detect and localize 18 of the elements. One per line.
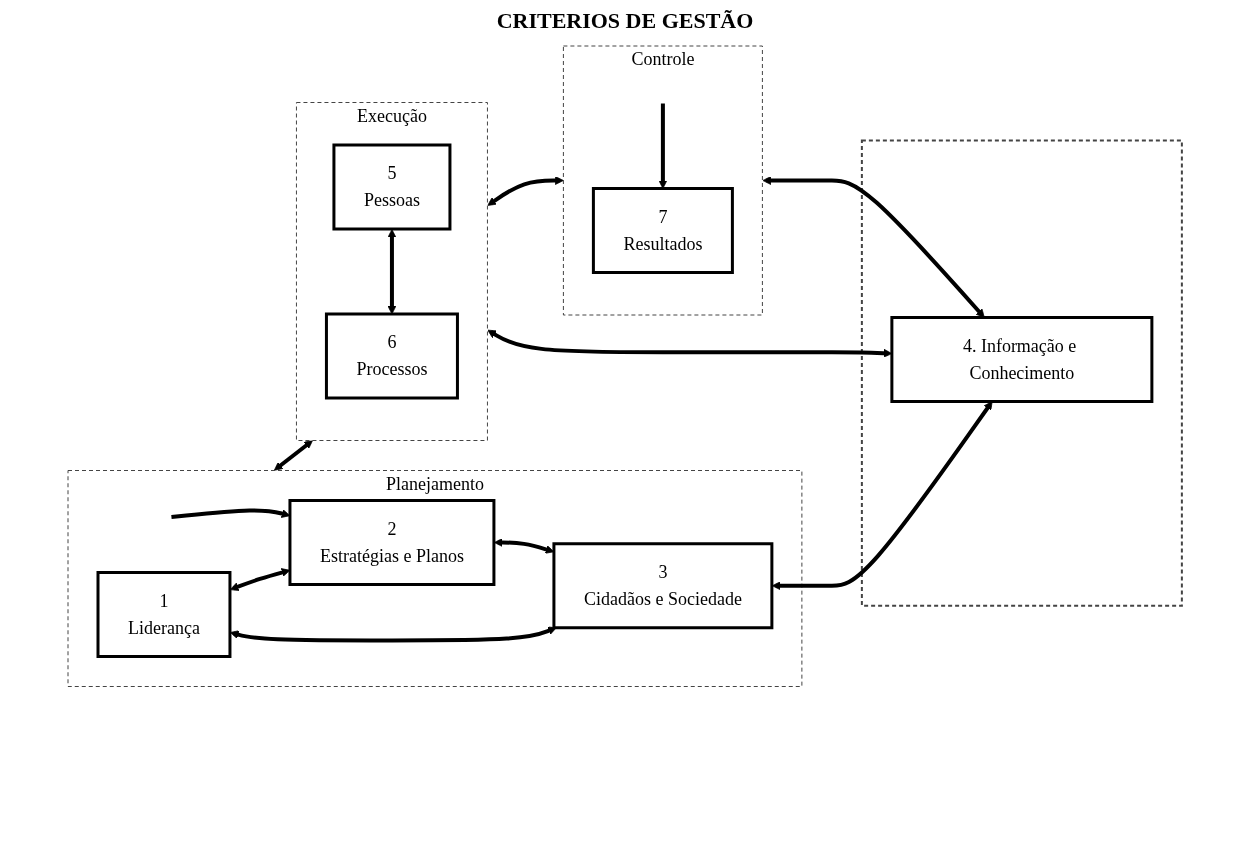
node-box: 1 Liderança (96, 571, 232, 658)
node-box: 3 Cidadãos e Sociedade (552, 542, 774, 630)
arrow (487, 176, 564, 206)
arrow (658, 103, 668, 189)
arrow (171, 508, 291, 519)
node-box: 6 Processos (325, 312, 459, 400)
arrow (387, 229, 397, 315)
node-box: 4. Informação e Conhecimento (890, 316, 1154, 403)
node-box: 5 Pessoas (332, 143, 452, 231)
arrow (274, 440, 313, 471)
node-box: 2 Estratégias e Planos (288, 499, 496, 586)
arrow (771, 401, 993, 591)
cluster (860, 139, 1183, 607)
arrow (762, 176, 985, 318)
arrow (230, 568, 291, 591)
arrow (230, 626, 557, 643)
node-box: 7 Resultados (591, 187, 734, 274)
diagram-title: CRITERIOS DE GESTÃO (495, 8, 755, 34)
